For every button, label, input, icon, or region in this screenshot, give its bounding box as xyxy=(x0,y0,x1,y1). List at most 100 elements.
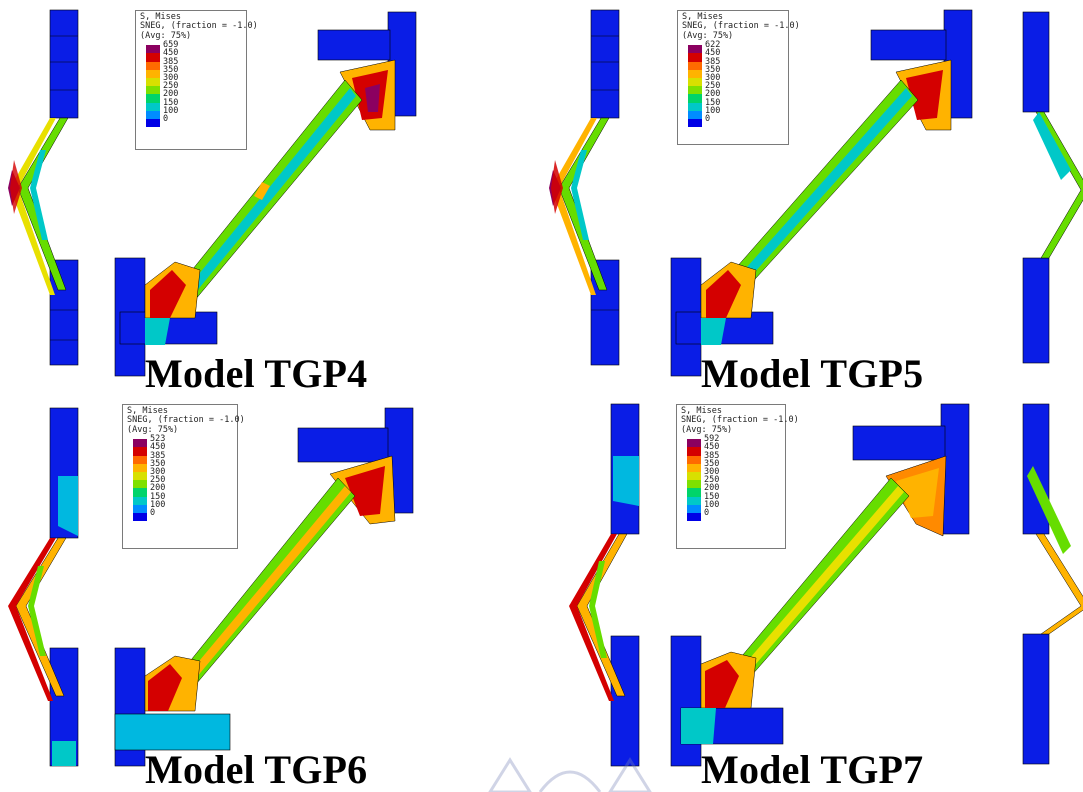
legend-swatch xyxy=(146,53,160,62)
legend-colorbar: 523 450 385 350 300 250 200 150 100 0 xyxy=(127,435,233,522)
legend-swatch xyxy=(687,480,701,489)
legend-swatch xyxy=(146,110,160,119)
legend-swatch xyxy=(146,45,160,54)
legend-swatch xyxy=(688,53,702,62)
legend-line2: SNEG, (fraction = -1.0) xyxy=(682,21,800,32)
legend-swatch xyxy=(687,447,701,456)
side-view-tgp7-right xyxy=(1022,403,1083,765)
legend-tick: 100 xyxy=(163,105,179,116)
legend-tick: 450 xyxy=(163,48,179,59)
legend-tick: 150 xyxy=(150,491,166,502)
legend-tick-labels: 523 450 385 350 300 250 200 150 100 0 xyxy=(150,435,165,517)
legend-line1: S, Mises xyxy=(127,406,168,416)
legend-tick: 100 xyxy=(150,499,166,510)
legend-swatch xyxy=(688,77,702,87)
legend-line1: S, Mises xyxy=(681,406,722,416)
legend-swatch xyxy=(688,86,702,95)
legend-tick: 385 xyxy=(150,450,166,461)
legend-line3: (Avg: 75%) xyxy=(682,30,734,41)
legend-swatch xyxy=(688,118,702,128)
panel-tgp4: S, Mises SNEG, (fraction = -1.0) (Avg: 7… xyxy=(0,0,541,396)
legend-tick: 350 xyxy=(150,458,166,469)
watermark-emblem xyxy=(488,757,652,792)
legend-tick: 350 xyxy=(705,64,721,75)
legend-tick: 0 xyxy=(163,113,169,124)
legend-swatch xyxy=(133,455,147,464)
legend-swatch xyxy=(687,512,701,522)
legend-tick-labels: 592 450 385 350 300 250 200 150 100 0 xyxy=(704,435,719,517)
legend-line1: S, Mises xyxy=(140,12,181,22)
legend-swatch xyxy=(688,45,702,54)
legend-swatch xyxy=(687,504,701,513)
legend-tick: 0 xyxy=(150,507,156,518)
legend-tick: 150 xyxy=(163,97,179,108)
fe-contour-plot-tgp7 xyxy=(569,403,1083,767)
caption-tgp5: Model TGP5 xyxy=(701,351,924,396)
legend-colorbar: 592 450 385 350 300 250 200 150 100 0 xyxy=(681,435,781,522)
legend-line3: (Avg: 75%) xyxy=(681,424,733,435)
legend-swatch xyxy=(146,102,160,111)
legend-tick: 622 xyxy=(705,40,721,51)
legend-tick: 100 xyxy=(705,105,721,116)
legend-tick: 0 xyxy=(704,507,710,518)
side-view-tgp6 xyxy=(8,407,79,767)
legend-swatches xyxy=(133,439,147,522)
legend-tick: 523 xyxy=(150,434,166,445)
legend-swatch xyxy=(687,496,701,505)
legend-swatch xyxy=(687,463,701,472)
stress-legend-tgp7: S, Mises SNEG, (fraction = -1.0) (Avg: 7… xyxy=(676,404,799,549)
legend-tick: 385 xyxy=(704,450,720,461)
legend-tick: 200 xyxy=(704,483,720,494)
legend-swatch xyxy=(688,94,702,103)
legend-swatch xyxy=(687,488,701,497)
legend-line2: SNEG, (fraction = -1.0) xyxy=(127,415,245,426)
side-view-tgp4 xyxy=(8,9,79,366)
panel-tgp5: S, Mises SNEG, (fraction = -1.0) (Avg: 7… xyxy=(541,0,1083,396)
legend-tick: 250 xyxy=(150,475,166,486)
legend-swatch xyxy=(133,463,147,472)
legend-colorbar: 659 450 385 350 300 250 200 150 100 0 xyxy=(140,41,242,128)
stress-legend-tgp6: S, Mises SNEG, (fraction = -1.0) (Avg: 7… xyxy=(122,404,245,549)
caption-tgp7: Model TGP7 xyxy=(701,747,924,792)
legend-tick: 250 xyxy=(704,475,720,486)
legend-tick: 385 xyxy=(163,56,179,67)
legend-colorbar: 622 450 385 350 300 250 200 150 100 0 xyxy=(682,41,784,128)
side-view-tgp7 xyxy=(569,403,640,767)
legend-swatch xyxy=(133,504,147,513)
fe-contour-plot-tgp6 xyxy=(8,407,414,767)
side-view-tgp5 xyxy=(549,9,620,366)
legend-swatch xyxy=(133,471,147,481)
brace-view-tgp7 xyxy=(670,403,970,767)
legend-line3: (Avg: 75%) xyxy=(127,424,179,435)
panel-tgp7: S, Mises SNEG, (fraction = -1.0) (Avg: 7… xyxy=(541,396,1083,792)
legend-swatch xyxy=(688,110,702,119)
legend-swatch xyxy=(133,488,147,497)
legend-swatch xyxy=(687,455,701,464)
caption-tgp6: Model TGP6 xyxy=(145,747,368,792)
stress-legend-tgp5: S, Mises SNEG, (fraction = -1.0) (Avg: 7… xyxy=(677,10,800,145)
legend-tick: 300 xyxy=(705,72,721,83)
legend-tick-labels: 622 450 385 350 300 250 200 150 100 0 xyxy=(705,41,720,123)
panel-tgp6: S, Mises SNEG, (fraction = -1.0) (Avg: 7… xyxy=(0,396,541,792)
legend-swatches xyxy=(688,45,702,128)
legend-tick: 100 xyxy=(704,499,720,510)
legend-tick: 250 xyxy=(163,81,179,92)
legend-tick: 300 xyxy=(704,466,720,477)
legend-swatch xyxy=(688,102,702,111)
brace-view-tgp5 xyxy=(670,9,973,377)
legend-line1: S, Mises xyxy=(682,12,723,22)
side-view-tgp5-right xyxy=(1022,11,1083,364)
legend-tick: 350 xyxy=(163,64,179,75)
legend-swatches xyxy=(146,45,160,128)
legend-tick: 150 xyxy=(705,97,721,108)
legend-swatch xyxy=(133,512,147,522)
legend-swatch xyxy=(133,447,147,456)
legend-swatch xyxy=(146,77,160,87)
legend-line3: (Avg: 75%) xyxy=(140,30,192,41)
legend-swatch xyxy=(146,94,160,103)
legend-tick: 250 xyxy=(705,81,721,92)
legend-swatch xyxy=(146,118,160,128)
legend-swatch xyxy=(688,69,702,78)
fe-contour-plot-tgp5 xyxy=(549,9,1083,377)
legend-swatch xyxy=(146,69,160,78)
